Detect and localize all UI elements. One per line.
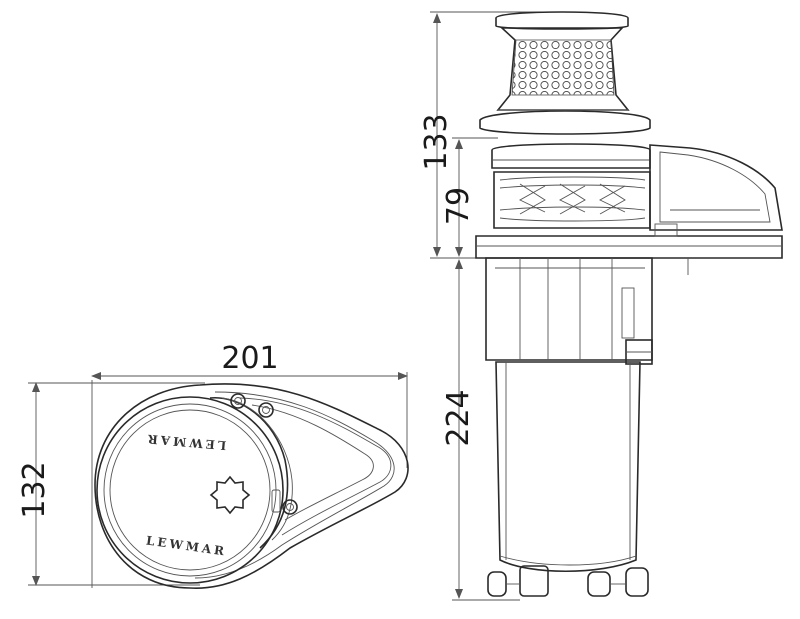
capstan-drum xyxy=(479,11,651,135)
windlass-body xyxy=(475,143,783,259)
winch-handle-socket-icon xyxy=(209,475,251,515)
plan-outer-outline xyxy=(94,383,409,589)
brand-logo-upper: LEWMAR xyxy=(144,431,227,452)
brand-logo-lower: LEWMAR xyxy=(145,533,228,558)
lower-height-dimension-label: 224 xyxy=(441,389,476,446)
plan-inner-outline xyxy=(194,391,395,579)
upper-height-dimension-label: 133 xyxy=(419,113,454,170)
plan-bolt-1 xyxy=(230,393,246,409)
gypsy-cover xyxy=(96,396,284,584)
motor-housing xyxy=(485,257,689,597)
plan-bolt-3 xyxy=(282,499,298,515)
plan-bolt-2 xyxy=(258,402,274,418)
plan-view: 201 132 LEWMAR LEWMAR xyxy=(17,341,409,589)
width-dimension-label: 201 xyxy=(221,341,278,376)
height-dimension-label: 132 xyxy=(17,461,52,518)
side-view: 133 79 224 xyxy=(419,11,783,601)
middle-height-dimension-label: 79 xyxy=(441,187,476,225)
